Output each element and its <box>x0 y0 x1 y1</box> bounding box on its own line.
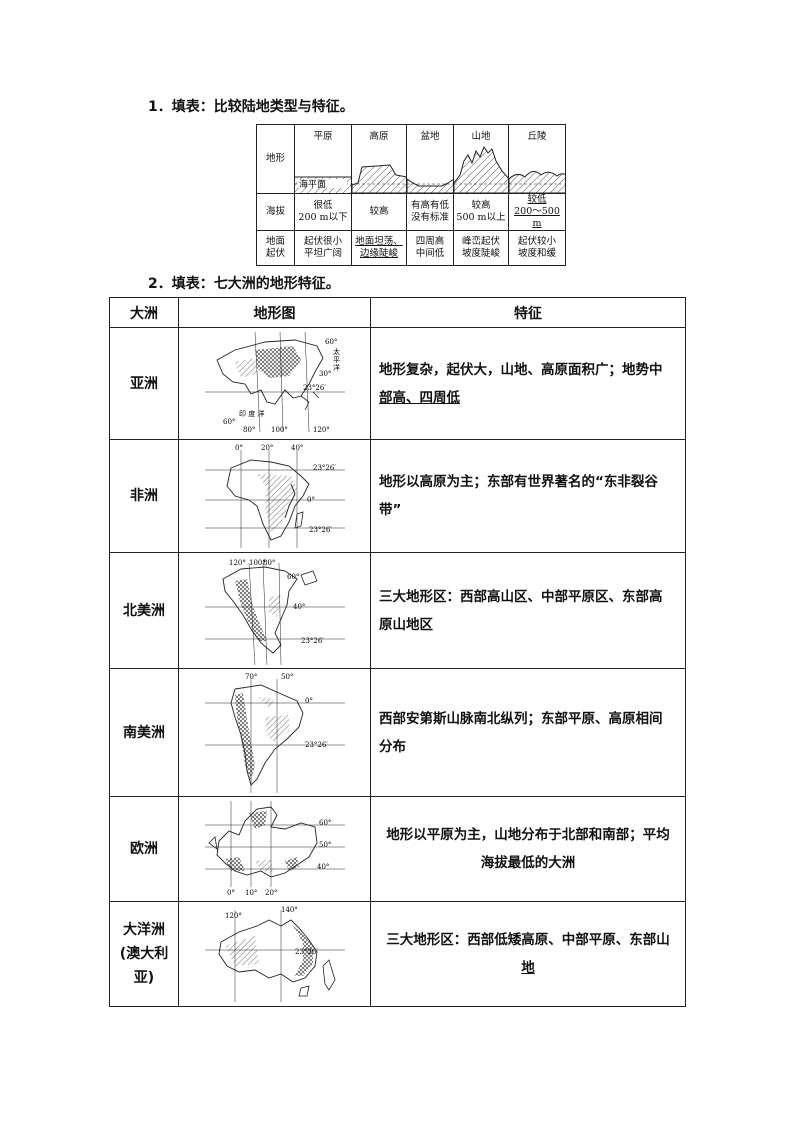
landform-comparison-table: 地形 平原 海平面 高原 盆 <box>256 124 566 266</box>
map-label: 0° <box>235 444 243 452</box>
col-name: 平原 <box>313 131 333 142</box>
continent-name: 非洲 <box>109 439 179 553</box>
map-label: 60° <box>319 819 331 827</box>
altitude-basin: 有高有低 没有标准 <box>406 193 454 231</box>
header-map: 地形图 <box>178 297 371 328</box>
col-mountain: 山地 <box>453 124 509 194</box>
col-name: 山地 <box>471 131 491 142</box>
plateau-profile <box>352 164 407 193</box>
map-label: 10° <box>245 889 257 897</box>
map-label: 40° <box>317 863 329 871</box>
south-america-map: 70° 50° 0° 23°26′ <box>178 668 371 797</box>
continent-name: 亚洲 <box>109 327 179 440</box>
map-label: 50° <box>319 841 331 849</box>
relief-plateau: 地面坦荡、 边缘陡峻 <box>351 230 407 266</box>
map-label: 印 度 洋 <box>239 409 264 418</box>
col-name: 丘陵 <box>527 131 547 142</box>
row-label-relief: 地面 起伏 <box>256 230 295 266</box>
row-label-terrain: 地形 <box>256 124 295 194</box>
map-label: 100° <box>271 426 288 434</box>
continents-table: 大洲 地形图 特征 亚洲 60° 太 平 洋 <box>109 297 686 1007</box>
table-row: 南美洲 70° 50° 0° 23°26′ 西部安第斯山脉南北纵列；东部平原、高… <box>109 668 686 797</box>
map-label: 140° <box>281 906 298 914</box>
map-label: 30° <box>319 370 331 378</box>
header-feature: 特征 <box>370 297 686 328</box>
map-label: 120° <box>229 559 246 567</box>
asia-map: 60° 太 平 洋 30° 23°26′ 印 度 洋 60° 80° 100° … <box>178 327 371 440</box>
map-label: 70° <box>245 673 257 681</box>
table-row: 欧洲 60° 50° 40° 0° 10° 20° <box>109 796 686 902</box>
map-label: 60° <box>287 573 299 581</box>
continent-feature: 地形以平原为主，山地分布于北部和南部；平均 海拔最低的大洲 <box>370 796 686 902</box>
header-continent: 大洲 <box>109 297 179 328</box>
map-label: 0° <box>305 697 313 705</box>
map-label: 120° <box>313 426 330 434</box>
map-label: 60° <box>325 338 337 346</box>
relief-hills: 起伏较小 坡度和缓 <box>508 230 566 266</box>
map-label: 23°26′ <box>313 464 336 472</box>
continent-name: 欧洲 <box>109 796 179 902</box>
map-label: 80° <box>263 559 275 567</box>
relief-plain: 起伏很小 平坦广阔 <box>294 230 352 266</box>
map-label: 23°26′ <box>305 741 328 749</box>
table-row: 亚洲 60° 太 平 洋 30° 23°26′ <box>109 327 686 440</box>
continent-feature: 地形以高原为主；东部有世界著名的“东非裂谷 带” <box>370 439 686 553</box>
map-label: 洋 <box>333 363 340 372</box>
basin-profile <box>407 178 454 193</box>
table-row: 大洋洲 (澳大利 亚) 120° 140° 23°26′ 三大地形区：西部低矮高… <box>109 901 686 1007</box>
continent-feature: 三大地形区：西部低矮高原、中部平原、东部山 地 <box>370 901 686 1007</box>
section1-heading: 1．填表：比较陆地类型与特征。 <box>148 99 354 115</box>
map-label: 0° <box>307 496 315 504</box>
hills-profile <box>509 171 566 193</box>
altitude-hills: 较低 200～500 m <box>508 193 566 231</box>
relief-basin: 四周高 中间低 <box>406 230 454 266</box>
continent-name: 大洋洲 (澳大利 亚) <box>109 901 179 1007</box>
table-row: 非洲 0° 20° 40° 23°26′ 0° 23°26′ <box>109 439 686 553</box>
continent-feature: 地形复杂，起伏大，山地、高原面积广；地势中 部高、四周低 <box>370 327 686 440</box>
row-label-altitude: 海拔 <box>256 193 295 231</box>
altitude-plain: 很低 200 m以下 <box>294 193 352 231</box>
map-label: 23°26′ <box>295 948 318 956</box>
map-label: 40° <box>291 444 303 452</box>
map-label: 40° <box>293 603 305 611</box>
north-america-map: 120° 100° 80° 60° 40° 23°26′ <box>178 552 371 669</box>
relief-mountain: 峰峦起伏 坡度陡峻 <box>453 230 509 266</box>
mountain-profile <box>454 145 509 193</box>
col-name: 高原 <box>369 131 389 142</box>
plain-profile: 海平面 <box>295 176 352 193</box>
map-label: 80° <box>243 426 255 434</box>
col-plain: 平原 海平面 <box>294 124 352 194</box>
map-label: 0° <box>227 889 235 897</box>
map-label: 20° <box>265 889 277 897</box>
map-label: 50° <box>281 673 293 681</box>
continent-feature: 三大地形区：西部高山区、中部平原区、东部高 原山地区 <box>370 552 686 669</box>
col-name: 盆地 <box>420 131 440 142</box>
table-row: 北美洲 120° 100° 80° 60° 40° 23°26′ 三大地 <box>109 552 686 669</box>
map-label: 60° <box>223 418 235 426</box>
map-label: 太 <box>333 347 340 356</box>
section2-heading: 2．填表：七大洲的地形特征。 <box>148 276 340 292</box>
africa-map: 0° 20° 40° 23°26′ 0° 23°26′ <box>178 439 371 553</box>
europe-map: 60° 50° 40° 0° 10° 20° <box>178 796 371 902</box>
map-label: 23°26′ <box>301 637 324 645</box>
continent-feature: 西部安第斯山脉南北纵列；东部平原、高原相间 分布 <box>370 668 686 797</box>
col-plateau: 高原 <box>351 124 407 194</box>
map-label: 100° <box>249 559 266 567</box>
sea-level-label: 海平面 <box>299 178 326 190</box>
col-basin: 盆地 <box>406 124 454 194</box>
altitude-plateau: 较高 <box>351 193 407 231</box>
col-hills: 丘陵 <box>508 124 566 194</box>
map-label: 平 <box>333 356 340 364</box>
map-label: 23°26′ <box>309 526 332 534</box>
map-label: 20° <box>261 444 273 452</box>
map-label: 120° <box>225 912 242 920</box>
altitude-mountain: 较高 500 m以上 <box>453 193 509 231</box>
australia-map: 120° 140° 23°26′ <box>178 901 371 1007</box>
continent-name: 北美洲 <box>109 552 179 669</box>
continent-name: 南美洲 <box>109 668 179 797</box>
map-label: 23°26′ <box>303 384 326 392</box>
